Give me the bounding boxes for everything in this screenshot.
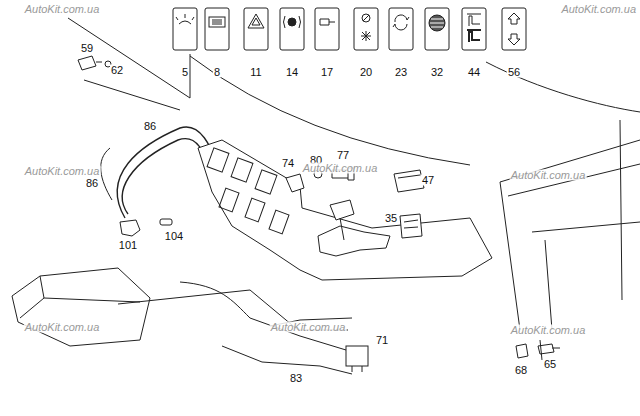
console-plate [198, 140, 492, 280]
cable-line [84, 80, 180, 110]
shift-gate [318, 226, 390, 256]
callout-number: 35 [384, 213, 398, 224]
callout-number: 20 [359, 67, 373, 78]
watermark: AutoKit.com.ua [302, 163, 379, 174]
wiring [118, 282, 352, 374]
clip [516, 344, 528, 358]
watermark: AutoKit.com.ua [270, 322, 347, 333]
callout-number: 59 [80, 43, 94, 54]
callout-number: 14 [285, 67, 299, 78]
switch [400, 214, 422, 238]
callout-number: 86 [143, 121, 157, 132]
callout-number: 77 [336, 150, 350, 161]
pillar-line [68, 18, 190, 98]
callout-number: 56 [507, 67, 521, 78]
callout-number: 32 [430, 67, 444, 78]
callout-number: 104 [164, 231, 184, 242]
watermark: AutoKit.com.ua [510, 170, 587, 181]
callout-number: 62 [110, 65, 124, 76]
watermark: AutoKit.com.ua [560, 3, 637, 14]
callout-number: 101 [118, 240, 138, 251]
callout-number: 86 [85, 178, 99, 189]
bulb-socket [78, 56, 102, 70]
callout-number: 71 [375, 335, 389, 346]
cable [122, 139, 210, 214]
callout-number: 47 [421, 175, 435, 186]
callout-number: 17 [320, 67, 334, 78]
watermark: AutoKit.com.ua [24, 3, 101, 14]
clip [286, 174, 304, 192]
reservoir [12, 268, 150, 346]
switch-icons [173, 8, 526, 50]
callout-number: 8 [213, 67, 221, 78]
gear-lever [330, 200, 354, 240]
relay-pins [352, 366, 362, 372]
watermark: AutoKit.com.ua [24, 166, 101, 177]
callout-number: 74 [281, 158, 295, 169]
watermark: AutoKit.com.ua [24, 322, 101, 333]
switch [394, 170, 424, 192]
callout-number: 83 [289, 373, 303, 384]
cable [101, 148, 112, 200]
connector [120, 220, 140, 236]
plate-slots [207, 148, 289, 234]
callout-number: 65 [543, 359, 557, 370]
callout-number: 68 [514, 365, 528, 376]
callout-number: 5 [181, 67, 189, 78]
callout-number: 11 [249, 67, 262, 78]
connector [538, 340, 560, 360]
callout-number: 44 [467, 67, 481, 78]
bulb [160, 219, 172, 225]
reservoir-edge [20, 276, 140, 318]
relay [346, 346, 368, 366]
callout-number: 23 [394, 67, 408, 78]
door-frame [486, 62, 640, 330]
watermark: AutoKit.com.ua [510, 325, 587, 336]
